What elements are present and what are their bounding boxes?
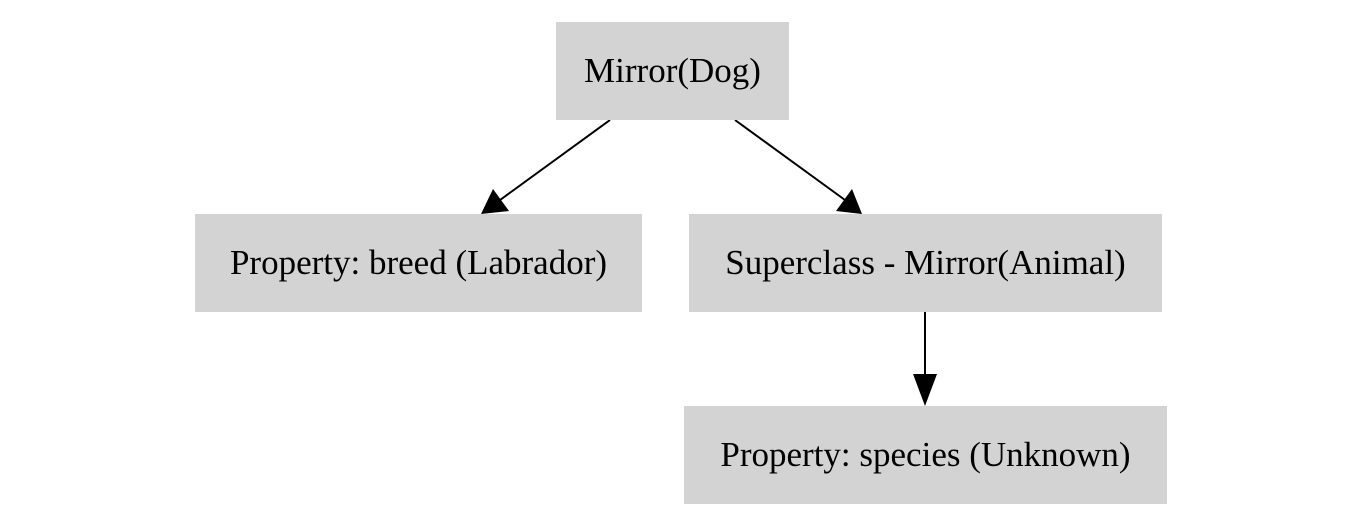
edge-superclass-to-species [913,312,937,406]
arrowhead-icon [913,374,937,406]
node-label: Property: breed (Labrador) [229,243,608,282]
edge-line [734,119,846,201]
node-property-breed: Property: breed (Labrador) [195,214,642,312]
node-property-species: Property: species (Unknown) [684,406,1167,504]
edge-root-to-superclass [734,119,862,214]
node-label: Mirror(Dog) [584,51,761,90]
node-label: Superclass - Mirror(Animal) [725,243,1126,282]
arrowhead-icon [481,189,509,214]
edge-root-to-breed [481,119,611,214]
arrowhead-icon [836,189,862,214]
node-mirror-dog: Mirror(Dog) [556,22,789,120]
node-superclass-animal: Superclass - Mirror(Animal) [689,214,1162,312]
node-label: Property: species (Unknown) [720,435,1131,474]
edge-line [499,119,611,201]
